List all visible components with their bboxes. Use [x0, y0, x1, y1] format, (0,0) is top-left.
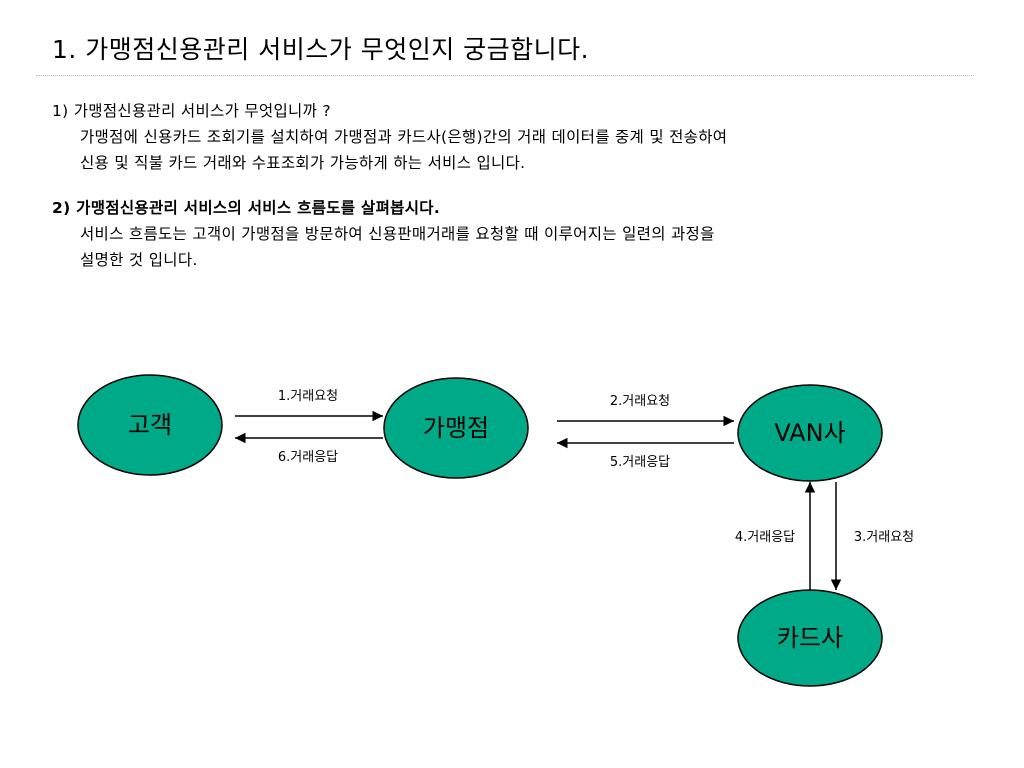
- section-text-line: 가맹점에 신용카드 조회기를 설치하여 가맹점과 카드사(은행)간의 거래 데이…: [80, 128, 728, 146]
- page-title: 1. 가맹점신용관리 서비스가 무엇인지 궁금합니다.: [52, 35, 590, 64]
- edge-4-label: 4.거래응답: [735, 530, 795, 545]
- section-heading: 1) 가맹점신용관리 서비스가 무엇입니까 ?: [52, 102, 331, 120]
- edge-6-label: 6.거래응답: [278, 450, 338, 465]
- node-van-label: VAN사: [774, 419, 845, 447]
- node-card-company: 카드사: [737, 589, 883, 687]
- edge-5: 5.거래응답: [557, 437, 734, 470]
- title-divider: [36, 75, 974, 76]
- section-text-line: 서비스 흐름도는 고객이 가맹점을 방문하여 신용판매거래를 요청할 때 이루어…: [80, 225, 715, 243]
- edge-1: 1.거래요청: [235, 389, 383, 422]
- node-customer: 고객: [77, 374, 223, 476]
- edge-3: 3.거래요청: [830, 482, 914, 590]
- node-customer-ellipse: [77, 374, 223, 476]
- node-merchant: 가맹점: [383, 377, 529, 479]
- section-text-line: 신용 및 직불 카드 거래와 수표조회가 가능하게 하는 서비스 입니다.: [80, 154, 526, 172]
- node-merchant-label: 가맹점: [423, 414, 489, 442]
- node-van: VAN사: [737, 384, 883, 482]
- edge-6: 6.거래응답: [235, 432, 383, 465]
- node-van-ellipse: [737, 384, 883, 482]
- node-card-label: 카드사: [777, 624, 843, 652]
- edge-2: 2.거래요청: [557, 394, 734, 427]
- section-heading: 2) 가맹점신용관리 서비스의 서비스 흐름도를 살펴봅시다.: [52, 199, 441, 217]
- edge-3-label: 3.거래요청: [854, 530, 914, 545]
- section-service-flow: 2) 가맹점신용관리 서비스의 서비스 흐름도를 살펴봅시다. 서비스 흐름도는…: [52, 195, 982, 273]
- section-text-line: 설명한 것 입니다.: [80, 251, 198, 269]
- edge-4: 4.거래응답: [735, 482, 816, 590]
- node-merchant-ellipse: [383, 377, 529, 479]
- node-customer-label: 고객: [128, 411, 172, 439]
- edge-5-label: 5.거래응답: [610, 455, 670, 470]
- edge-1-label: 1.거래요청: [278, 389, 338, 404]
- section-what-is-service: 1) 가맹점신용관리 서비스가 무엇입니까 ? 가맹점에 신용카드 조회기를 설…: [52, 98, 982, 176]
- edge-2-label: 2.거래요청: [610, 394, 670, 409]
